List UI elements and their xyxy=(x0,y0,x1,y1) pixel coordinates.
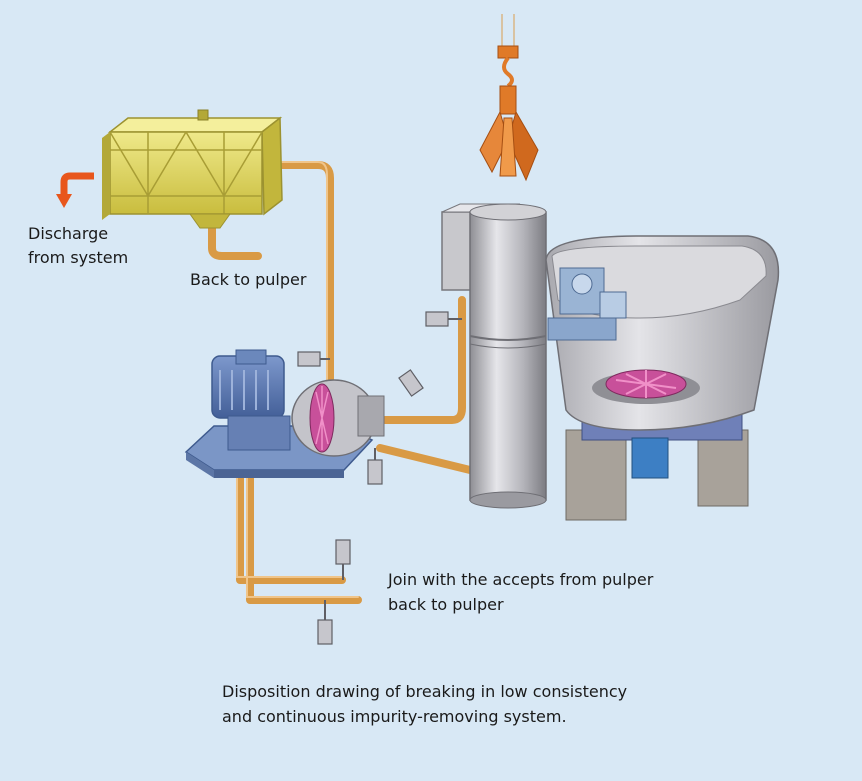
valve-icon xyxy=(297,311,449,645)
valve-stems xyxy=(320,318,462,620)
label-back-to-pulper-bottom: back to pulper xyxy=(388,595,504,614)
down-arrow-icon xyxy=(56,172,94,208)
screen-tank xyxy=(102,109,283,229)
caption-line2: and continuous impurity-removing system. xyxy=(222,707,567,726)
pipe-bottom-return xyxy=(246,456,362,604)
label-back-to-pulper-top: Back to pulper xyxy=(190,270,307,289)
pipe-back-to-pulper-top xyxy=(208,214,262,260)
caption-line1: Disposition drawing of breaking in low c… xyxy=(222,682,628,701)
pipe-highlights xyxy=(236,161,359,598)
grab-bucket-icon xyxy=(479,14,539,182)
pipe-separator-to-tower xyxy=(381,296,466,424)
riser-tower xyxy=(441,203,547,509)
label-discharge-line1: Discharge xyxy=(28,224,109,243)
label-discharge-line2: from system xyxy=(28,248,129,267)
label-join-accepts: Join with the accepts from pulper xyxy=(388,570,654,589)
pulper-vat xyxy=(545,235,780,521)
pipe-separator-to-base xyxy=(376,444,474,474)
separator-assembly xyxy=(184,349,385,478)
